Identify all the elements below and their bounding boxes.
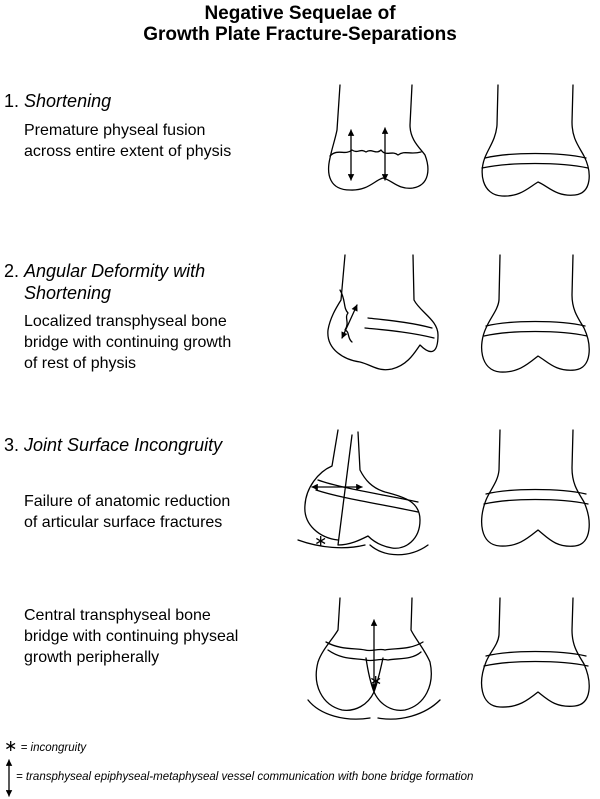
section-2-title-line-1: Angular Deformity with <box>24 261 206 281</box>
section-3-desc-line: of articular surface fractures <box>24 514 223 531</box>
bone-row1-affected <box>327 84 429 191</box>
legend-vessel-text: = transphyseal epiphyseal-metaphyseal ve… <box>16 771 474 783</box>
asterisk-symbol: ∗ <box>4 738 18 755</box>
vessel-arrow-icon <box>341 304 358 339</box>
section-1-number: 1. <box>4 91 20 111</box>
section-3-desc-line: Failure of anatomic reduction <box>24 493 231 510</box>
bone-row3-affected <box>297 429 429 556</box>
bone-row1-normal <box>481 84 590 197</box>
bone-row2-affected <box>327 254 439 371</box>
diagram-title-line-1: Negative Sequelae of <box>204 3 396 24</box>
section-3-description: Failure of anatomic reduction of articul… <box>24 491 230 533</box>
legend-vessel: = transphyseal epiphyseal-metaphyseal ve… <box>16 770 473 784</box>
section-2-description: Localized transphyseal bone bridge with … <box>24 311 231 374</box>
section-3-title: Joint Surface Incongruity <box>24 435 223 455</box>
section-1-description: Premature physeal fusion across entire e… <box>24 120 231 162</box>
section-1-title: Shortening <box>24 91 112 111</box>
section-2-desc-line: of rest of physis <box>24 355 137 372</box>
section-3-heading: 3. Joint Surface Incongruity <box>4 434 222 456</box>
section-1-desc-line: across entire extent of physis <box>24 143 232 160</box>
bone-row2-normal <box>480 254 590 373</box>
section-4-desc-line: growth peripherally <box>24 649 160 666</box>
section-4-desc-line: Central transphyseal bone <box>24 607 211 624</box>
section-1-desc-line: Premature physeal fusion <box>24 122 206 139</box>
section-4-description: Central transphyseal bone bridge with co… <box>24 605 238 668</box>
bone-row3-normal <box>480 429 590 547</box>
diagram-title-line-2: Growth Plate Fracture-Separations <box>143 24 457 45</box>
bone-row4-normal <box>480 597 590 708</box>
section-2-heading: 2. Angular Deformity with <box>4 260 205 282</box>
section-2-desc-line: Localized transphyseal bone <box>24 313 227 330</box>
section-1-heading: 1. Shortening <box>4 90 111 112</box>
incongruity-asterisk-icon: ∗ <box>314 533 327 550</box>
section-3-number: 3. <box>4 435 20 455</box>
incongruity-asterisk-icon: ∗ <box>369 673 382 690</box>
section-4-desc-line: bridge with continuing physeal <box>24 628 239 645</box>
section-2-desc-line: bridge with continuing growth <box>24 334 232 351</box>
section-2-title-line-2: Shortening <box>24 283 112 303</box>
legend-incongruity: ∗ = incongruity <box>4 738 87 755</box>
section-2-heading-line-2: Shortening <box>24 282 111 304</box>
legend-incongruity-text: = incongruity <box>20 742 87 754</box>
section-2-number: 2. <box>4 261 20 281</box>
bone-row4-affected <box>307 597 441 720</box>
